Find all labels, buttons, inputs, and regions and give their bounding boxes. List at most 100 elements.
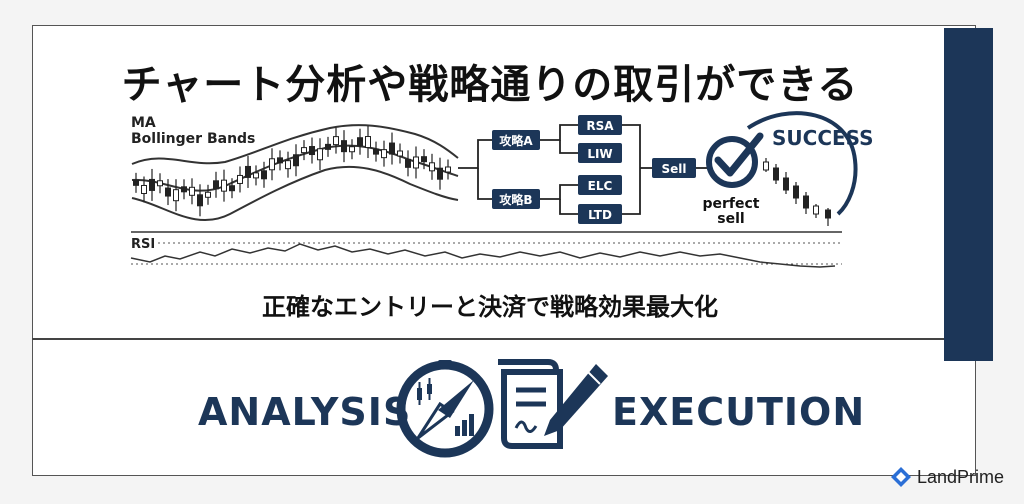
candle-body xyxy=(205,191,211,198)
candle-body xyxy=(213,180,219,190)
check-circle-icon xyxy=(706,136,758,188)
node-strategy-a-label: 攻略A xyxy=(499,133,533,148)
candle-body xyxy=(445,166,451,173)
candle-body xyxy=(285,160,291,170)
brand-name: LandPrime xyxy=(917,466,1005,487)
subtitle: 正確なエントリーと決済で戦略効果最大化 xyxy=(262,293,718,321)
price-chart xyxy=(131,124,459,222)
node-strategy-a xyxy=(492,130,540,150)
candle-body xyxy=(783,177,789,191)
checkmark-icon xyxy=(714,132,764,177)
candle-body xyxy=(229,185,235,192)
candle-body xyxy=(317,148,323,161)
rsi-label: RSI xyxy=(131,237,155,252)
candle-body xyxy=(269,158,275,171)
connector-to-b xyxy=(477,168,492,200)
analysis-word: ANALYSIS xyxy=(198,390,412,434)
candle-body xyxy=(381,149,387,159)
candle-body xyxy=(165,187,171,197)
candle-body xyxy=(333,136,339,146)
node-sell xyxy=(652,158,696,178)
candle-body xyxy=(357,137,363,147)
candle-body xyxy=(253,172,259,179)
document-pen-icon xyxy=(498,359,608,449)
candle-body xyxy=(293,154,299,167)
node-strategy-b-label: 攻略B xyxy=(499,192,532,207)
success-arc xyxy=(746,111,858,216)
falling-candlesticks xyxy=(763,158,831,226)
candle-body xyxy=(133,179,139,186)
connector-merge xyxy=(622,124,641,215)
candle-body xyxy=(325,143,331,150)
accent-bar xyxy=(944,28,993,361)
candle-body xyxy=(301,147,307,154)
candle-body xyxy=(277,157,283,164)
candle-body xyxy=(189,186,195,196)
node-elc-label: ELC xyxy=(588,179,613,193)
candle-body xyxy=(429,162,435,172)
section-divider xyxy=(32,338,944,340)
candle-body xyxy=(365,136,371,149)
candlesticks xyxy=(133,126,451,217)
bollinger-lower-band xyxy=(131,165,459,222)
rsi-panel: RSI xyxy=(130,231,842,268)
connector-to-a xyxy=(458,139,492,169)
perfect-sell-line1: perfect xyxy=(703,196,760,212)
node-liw xyxy=(578,143,622,163)
candle-body xyxy=(157,180,163,187)
connector-a-liw xyxy=(559,140,578,154)
flow-nodes: 攻略A 攻略B RSA LIW ELC LTD Sell xyxy=(492,115,696,224)
rsi-line xyxy=(130,243,836,268)
candle-body xyxy=(793,185,799,199)
candle-body xyxy=(141,184,147,194)
candle-body xyxy=(405,158,411,168)
candle-body xyxy=(237,174,243,184)
node-rsa-label: RSA xyxy=(586,119,614,133)
candle-body xyxy=(437,167,443,180)
candle-body xyxy=(349,146,355,153)
candle-body xyxy=(221,179,227,192)
node-ltd-label: LTD xyxy=(588,208,612,222)
strategy-flow xyxy=(458,124,708,215)
node-liw-label: LIW xyxy=(587,147,612,161)
node-elc xyxy=(578,175,622,195)
node-ltd xyxy=(578,204,622,224)
candle-body xyxy=(197,194,203,207)
candle-body xyxy=(245,165,251,178)
node-rsa xyxy=(578,115,622,135)
candle-body xyxy=(373,148,379,155)
slide-title: チャート分析や戦略通りの取引ができる xyxy=(121,62,859,108)
node-sell-label: Sell xyxy=(661,162,686,176)
legend-ma: MA xyxy=(131,115,156,131)
connector-a-rsa xyxy=(540,124,578,141)
bollinger-upper-band xyxy=(131,124,459,165)
success-label: SUCCESS xyxy=(772,126,874,150)
brand-logo: LandPrime xyxy=(890,466,1004,488)
candle-body xyxy=(173,189,179,202)
success-graphic: SUCCESS perfect sell xyxy=(703,111,874,227)
node-strategy-b xyxy=(492,189,540,209)
perfect-sell-line2: sell xyxy=(717,211,744,227)
candle-body xyxy=(341,140,347,153)
candle-body xyxy=(397,150,403,157)
connector-b-elc xyxy=(540,184,578,200)
legend-bollinger: Bollinger Bands xyxy=(131,131,256,147)
candle-body xyxy=(261,170,267,180)
candle-body xyxy=(181,186,187,193)
candle-body xyxy=(149,178,155,191)
compass-chart-icon xyxy=(396,360,494,458)
candle-body xyxy=(413,156,419,169)
candle-body xyxy=(825,209,831,219)
diamond-logo-icon xyxy=(891,467,911,487)
indicator-legend: MA Bollinger Bands xyxy=(131,115,255,147)
execution-word: EXECUTION xyxy=(612,390,866,434)
candle-body xyxy=(389,142,395,155)
candle-body xyxy=(309,146,315,156)
candle-body xyxy=(763,161,769,171)
connector-b-ltd xyxy=(559,199,578,215)
candle-body xyxy=(813,205,819,215)
candle-body xyxy=(421,156,427,163)
candle-body xyxy=(803,195,809,209)
candle-body xyxy=(773,167,779,181)
